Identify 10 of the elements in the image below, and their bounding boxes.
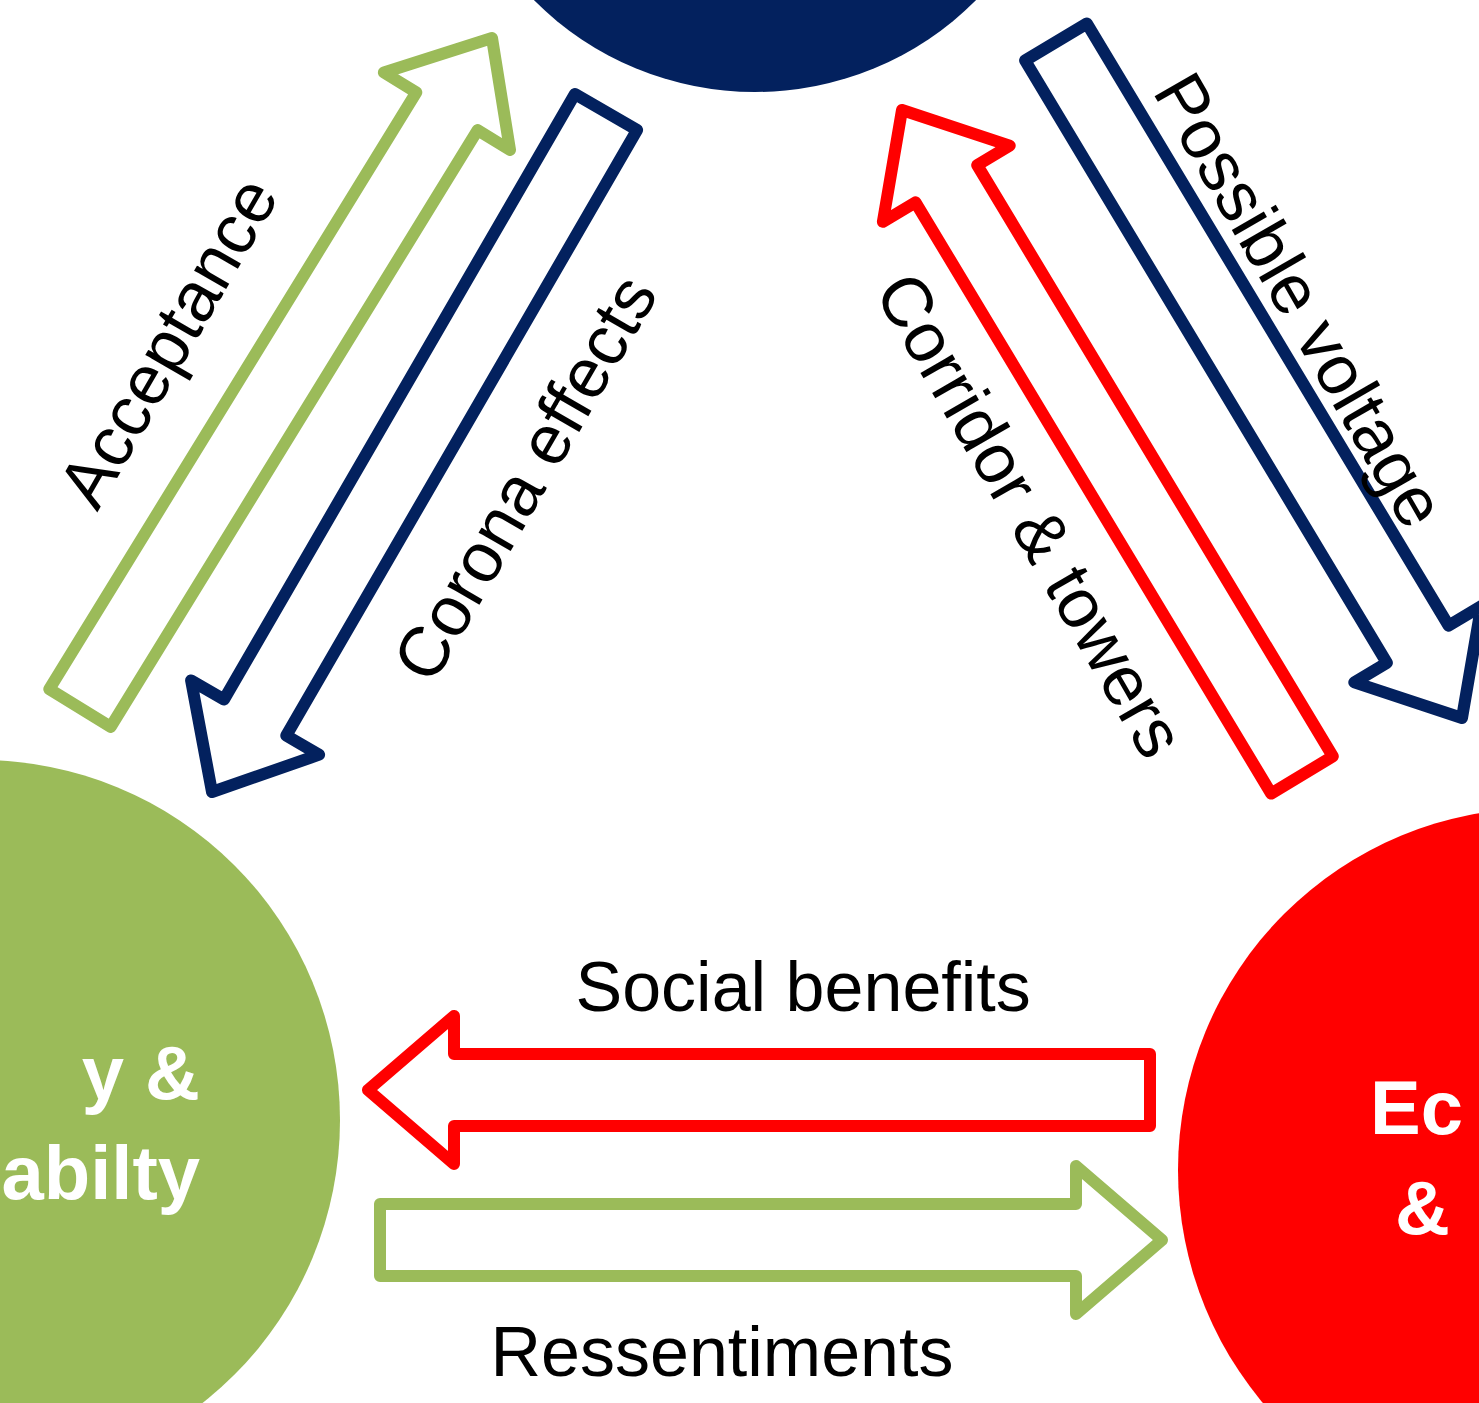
edge-label: Social benefits: [575, 952, 1031, 1022]
block-arrow: [876, 104, 1339, 800]
block-arrow: [362, 1010, 1156, 1170]
block-arrow: [185, 88, 644, 798]
block-arrow: [374, 1160, 1168, 1320]
block-arrow: [1019, 17, 1479, 724]
node-label: Ec: [1370, 1070, 1463, 1146]
edge-label: Ressentiments: [490, 1317, 954, 1387]
node-label: &: [1395, 1170, 1450, 1246]
block-arrow: [43, 32, 516, 733]
